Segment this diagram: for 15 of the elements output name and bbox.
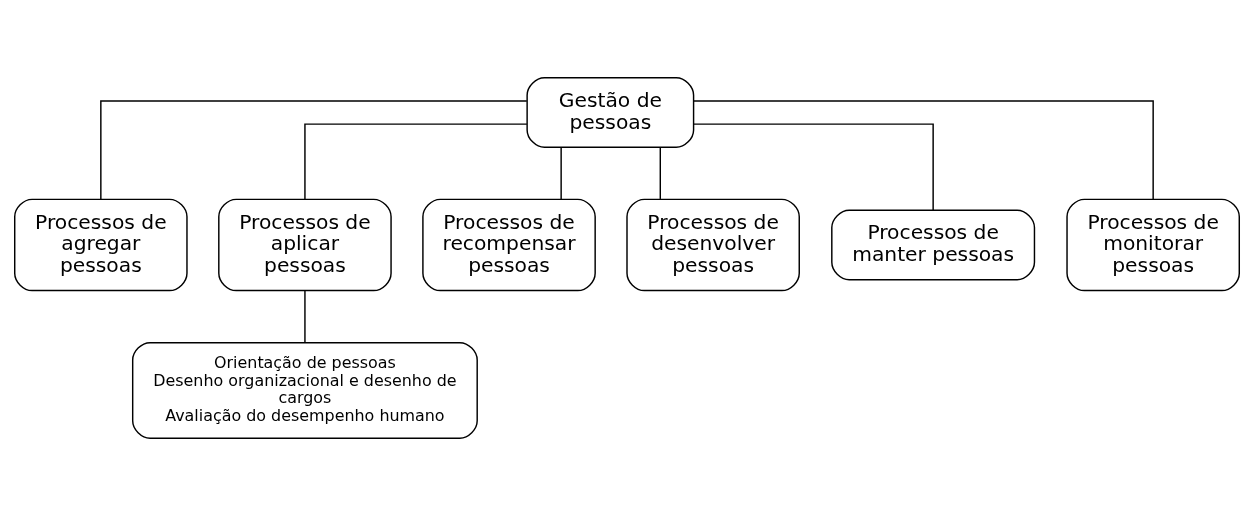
node-box: Processos de recompensar pessoas (422, 198, 596, 291)
node-box: Processos de manter pessoas (831, 209, 1036, 280)
connector (304, 122, 528, 200)
node-box: Processos de monitorar pessoas (1066, 198, 1240, 291)
connector (560, 146, 562, 200)
connector (304, 289, 306, 343)
connector (659, 146, 661, 200)
node-box: Processos de aplicar pessoas (218, 198, 392, 291)
node-box: Orientação de pessoas Desenho organizacional e desenho de cargos Avaliação do desempenho humano (131, 341, 478, 439)
node-box: Processos de desenvolver pessoas (626, 198, 800, 291)
connector (693, 122, 934, 211)
node-box: Processos de agregar pessoas (14, 198, 188, 291)
connector (693, 99, 1154, 200)
connector (100, 99, 528, 200)
node-box: Gestão de pessoas (526, 76, 695, 148)
